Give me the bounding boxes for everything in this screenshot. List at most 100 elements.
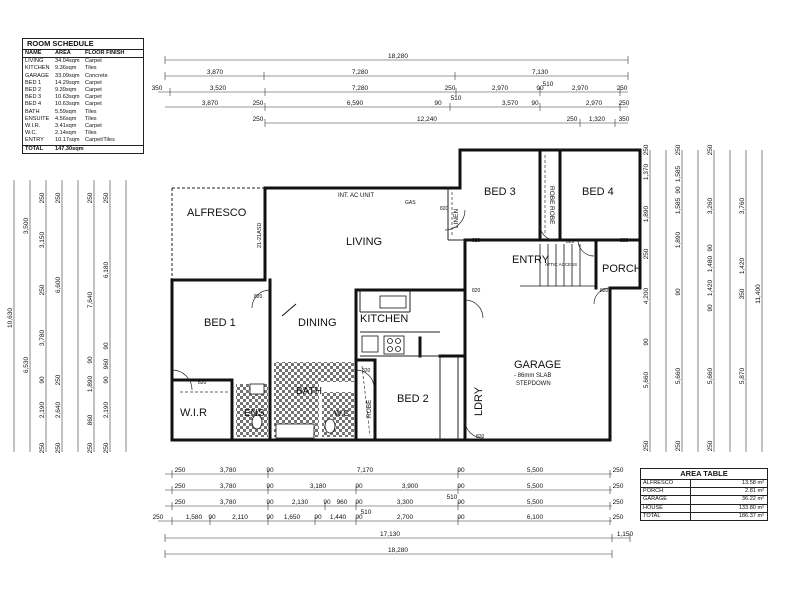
dim-text: 250: [55, 192, 62, 203]
dim-text: 5,660: [675, 367, 682, 384]
table-cell: ENSUITE: [25, 115, 50, 122]
table-cell: BED 3: [25, 94, 42, 101]
dim-text: 3,520: [210, 85, 227, 92]
dim-text: 250: [643, 144, 650, 155]
dim-text: 90: [707, 244, 714, 252]
dim-text: 90: [103, 342, 110, 350]
door-code: 820: [472, 288, 481, 294]
room-label-porch: PORCH: [602, 263, 642, 275]
table-cell: TOTAL: [25, 145, 44, 152]
dim-text: 250: [103, 192, 110, 203]
dim-text: 5,660: [707, 367, 714, 384]
table-cell: Carpet: [85, 58, 102, 65]
dim-text: 1,440: [330, 514, 347, 521]
room-label-dining: DINING: [298, 317, 337, 329]
table-cell: KITCHEN: [25, 65, 50, 72]
dim-text: 3,570: [502, 100, 519, 107]
dim-text: 250: [87, 442, 94, 453]
dim-text: 7,280: [352, 69, 369, 76]
dim-text: 2,640: [55, 401, 62, 418]
table-cell: 14.29sqm: [55, 79, 80, 86]
dim-text: 250: [643, 440, 650, 451]
room-label-wir: W.I.R: [180, 407, 207, 419]
table-cell: 147.30sqm: [55, 145, 84, 152]
dim-text: 250: [153, 514, 164, 521]
table-cell: BED 2: [25, 87, 42, 94]
dim-text: 90: [675, 186, 682, 194]
table-cell: 9.36sqm: [55, 65, 77, 72]
dim-text: 3,900: [402, 483, 419, 490]
room-label-bed3: BED 3: [484, 186, 516, 198]
table-cell: Concrete: [85, 72, 108, 79]
table-row: BED 4 10.63sqm Carpet: [23, 101, 143, 108]
table-cell: 2.14sqm: [55, 130, 77, 137]
room-schedule-table: ROOM SCHEDULE NAME AREA FLOOR FINISH LIV…: [22, 38, 144, 154]
table-cell: Carpet: [85, 123, 102, 130]
dimension-ticks: [164, 56, 631, 558]
dim-text: 90: [355, 514, 363, 521]
dim-text: 1,420: [707, 279, 714, 296]
column-header: FLOOR FINISH: [85, 50, 125, 56]
dim-text: 250: [39, 284, 46, 295]
note-garage-stepdown: STEPDOWN: [516, 381, 551, 387]
table-cell: 10.63sqm: [55, 101, 80, 108]
dim-text: 510: [451, 95, 462, 102]
table-cell: W.C.: [25, 130, 38, 137]
table-cell: Tiles: [85, 65, 97, 72]
table-cell: TOTAL: [641, 512, 692, 521]
table-cell: LIVING: [25, 58, 44, 65]
table-cell: 36.22 m²: [741, 496, 764, 503]
table-cell: Tiles: [85, 108, 97, 115]
table-cell: 4.56sqm: [55, 115, 77, 122]
dim-text: 960: [103, 358, 110, 369]
door-code: 820: [254, 294, 263, 300]
dim-text: 250: [39, 192, 46, 203]
column-header: AREA: [55, 50, 71, 56]
room-schedule-total-row: TOTAL 147.30sqm: [23, 144, 143, 153]
dim-text: 250: [707, 440, 714, 451]
dim-text: 250: [567, 116, 578, 123]
dim-text: 90: [707, 304, 714, 312]
entry-steps: [520, 244, 596, 287]
dim-text: 90: [457, 499, 465, 506]
dim-text: 90: [266, 499, 274, 506]
dim-text: 250: [55, 374, 62, 385]
table-cell: PORCH: [641, 488, 692, 496]
dim-text: 2,970: [586, 100, 603, 107]
dim-text: 1,585: [675, 197, 682, 214]
dim-text: 12,240: [417, 116, 437, 123]
table-cell: BED 4: [25, 101, 42, 108]
table-cell: Carpet: [85, 94, 102, 101]
dim-text: 7,130: [532, 69, 549, 76]
table-cell: ALFRESCO: [641, 480, 692, 488]
room-label-bed1: BED 1: [204, 317, 236, 329]
table-cell: Carpet: [85, 101, 102, 108]
room-label-bed2: BED 2: [397, 393, 429, 405]
column-header: NAME: [25, 50, 42, 56]
door-code: 820: [198, 380, 207, 386]
dim-text: 6,100: [527, 514, 544, 521]
room-label-robe1: ROBE: [548, 186, 555, 205]
alfresco-outline: [171, 187, 265, 281]
dim-text: 90: [208, 514, 216, 521]
dim-text: 1,370: [643, 163, 650, 180]
dim-text: 4,200: [643, 287, 650, 304]
dim-text: 1,585: [675, 165, 682, 182]
dim-text: 250: [675, 440, 682, 451]
dim-text: 3,150: [39, 231, 46, 248]
dim-text: 90: [87, 356, 94, 364]
dim-text: 3,780: [220, 499, 237, 506]
dim-text: 17,130: [380, 531, 400, 538]
dim-text: 2,970: [492, 85, 509, 92]
table-cell: HOUSE: [641, 504, 692, 512]
note-attic-access: ATTIC ACCESS: [545, 262, 577, 267]
dim-text: 1,420: [739, 257, 746, 274]
dim-text: 250: [103, 442, 110, 453]
room-label-alfresco: ALFRESCO: [187, 207, 247, 219]
room-label-kitchen: KITCHEN: [360, 313, 408, 325]
dim-text: 250: [613, 467, 624, 474]
